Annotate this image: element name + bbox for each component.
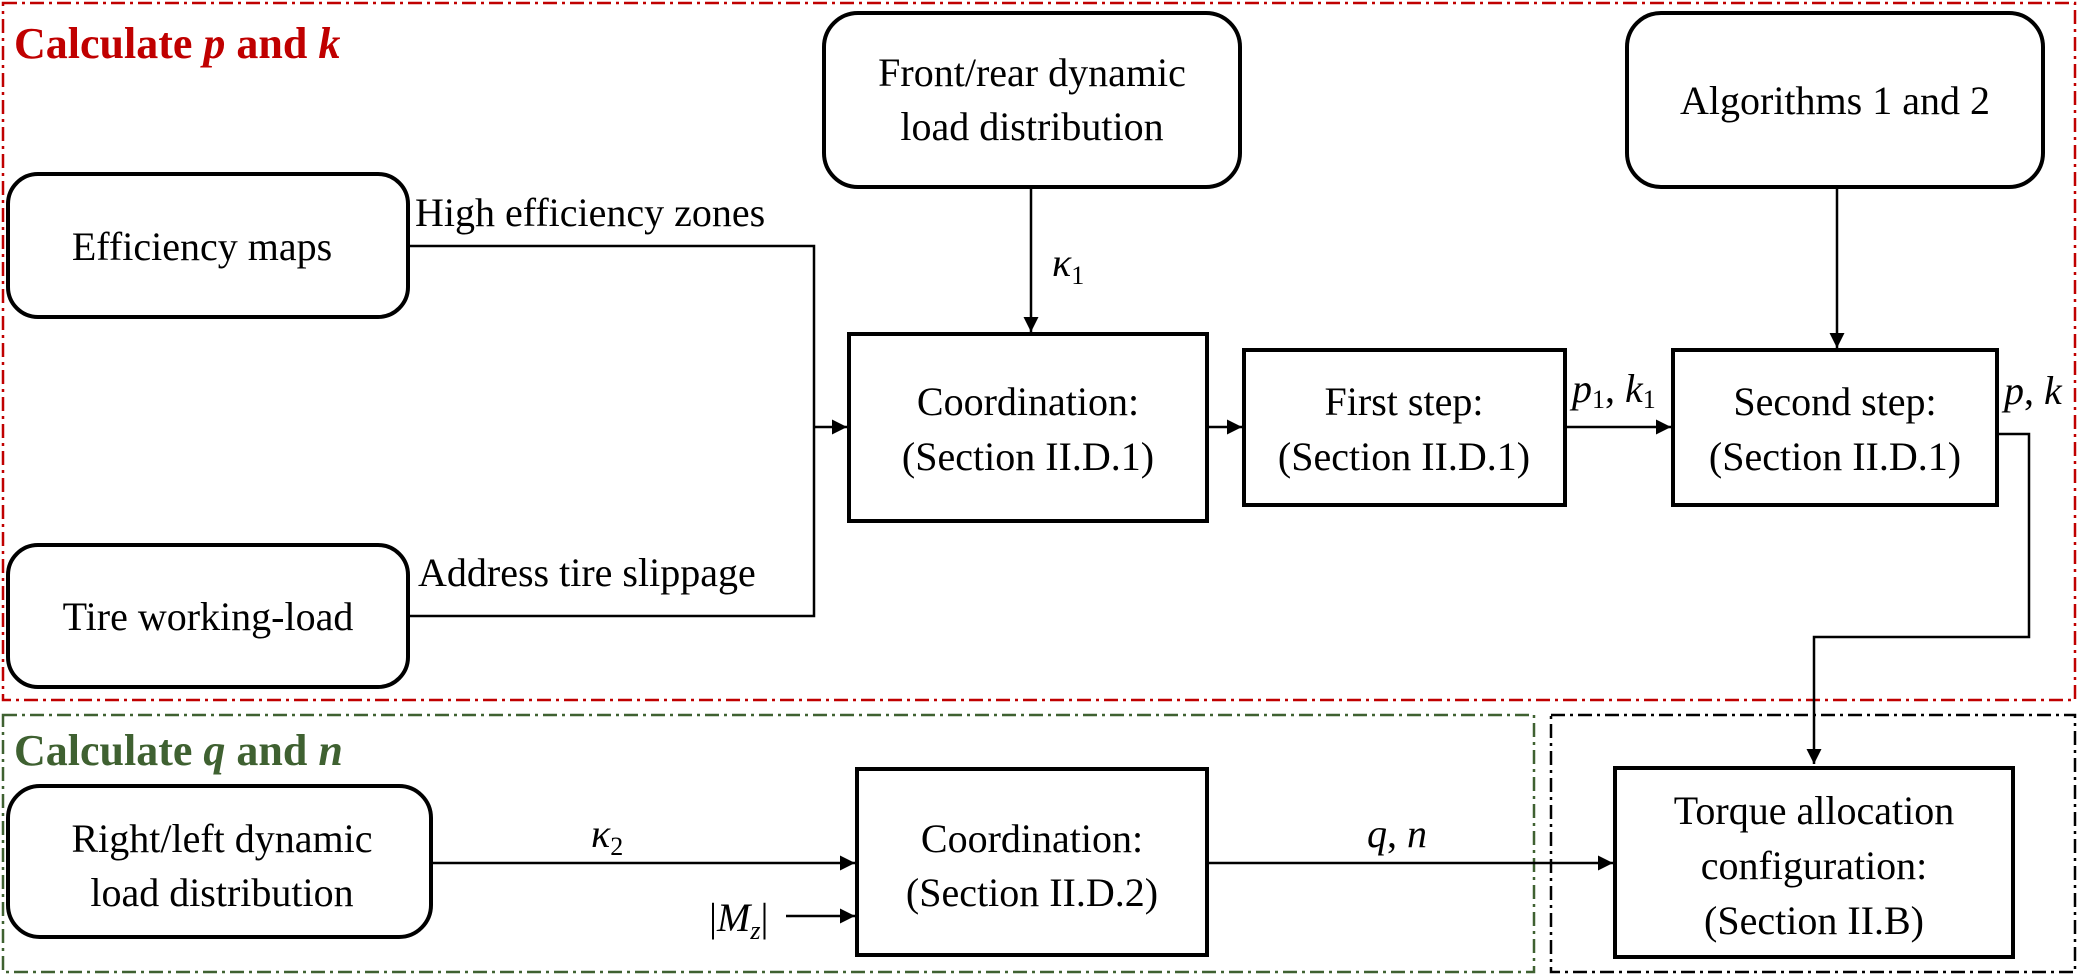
node-second-step-line1: Second step: — [1733, 379, 1936, 424]
connector-inputs-merge — [408, 244, 816, 618]
node-torque-allocation-line2: configuration: — [1701, 843, 1928, 888]
node-efficiency-maps-label: Efficiency maps — [72, 224, 332, 269]
node-coordination-1-line2: (Section II.D.1) — [902, 434, 1154, 479]
node-tire-working-load: Tire working-load — [6, 543, 410, 689]
node-coordination-1-line1: Coordination: — [917, 379, 1139, 424]
edge-label-kappa1: κ1 — [1052, 240, 1084, 290]
edge-label-kappa2: κ2 — [591, 811, 623, 861]
node-first-step-line1: First step: — [1325, 379, 1484, 424]
edge-label-p1-k1: p1, k1 — [1569, 366, 1656, 414]
node-coordination-1: Coordination: (Section II.D.1) — [847, 332, 1209, 523]
node-coordination-2: Coordination: (Section II.D.2) — [855, 767, 1209, 957]
group-title-q-n: Calculate q and n — [14, 726, 343, 775]
node-first-step: First step: (Section II.D.1) — [1242, 348, 1567, 507]
node-front-rear-load: Front/rear dynamic load distribution — [822, 11, 1242, 189]
node-first-step-line2: (Section II.D.1) — [1278, 434, 1530, 479]
group-title-p-k: Calculate p and k — [14, 19, 340, 68]
node-second-step-line2: (Section II.D.1) — [1709, 434, 1961, 479]
node-torque-allocation: Torque allocation configuration: (Sectio… — [1613, 766, 2015, 959]
node-torque-allocation-line1: Torque allocation — [1674, 788, 1954, 833]
edge-label-mz: |Mz| — [709, 895, 768, 945]
node-coordination-2-line2: (Section II.D.2) — [906, 870, 1158, 915]
node-right-left-line2: load distribution — [90, 870, 353, 915]
group-calculate-q-n — [1, 713, 1536, 974]
node-front-rear-line2: load distribution — [900, 104, 1163, 149]
edge-label-p-k: p, k — [2001, 368, 2063, 413]
node-efficiency-maps: Efficiency maps — [6, 172, 410, 319]
node-algorithms: Algorithms 1 and 2 — [1625, 11, 2045, 189]
node-algorithms-label: Algorithms 1 and 2 — [1680, 78, 1990, 123]
node-coordination-2-line1: Coordination: — [921, 816, 1143, 861]
edge-label-q-n: q, n — [1367, 811, 1427, 856]
group-calculate-p-k — [1, 1, 2077, 702]
node-right-left-line1: Right/left dynamic — [71, 816, 372, 861]
edge-label-tire-slippage: Address tire slippage — [418, 550, 756, 595]
node-front-rear-line1: Front/rear dynamic — [878, 50, 1186, 95]
edge-label-high-efficiency: High efficiency zones — [415, 190, 765, 235]
node-second-step: Second step: (Section II.D.1) — [1671, 348, 1999, 507]
node-torque-allocation-line3: (Section II.B) — [1704, 898, 1924, 943]
node-tire-working-load-label: Tire working-load — [63, 594, 354, 639]
arrow-p-k — [1806, 432, 2031, 764]
node-right-left-load: Right/left dynamic load distribution — [6, 784, 433, 939]
